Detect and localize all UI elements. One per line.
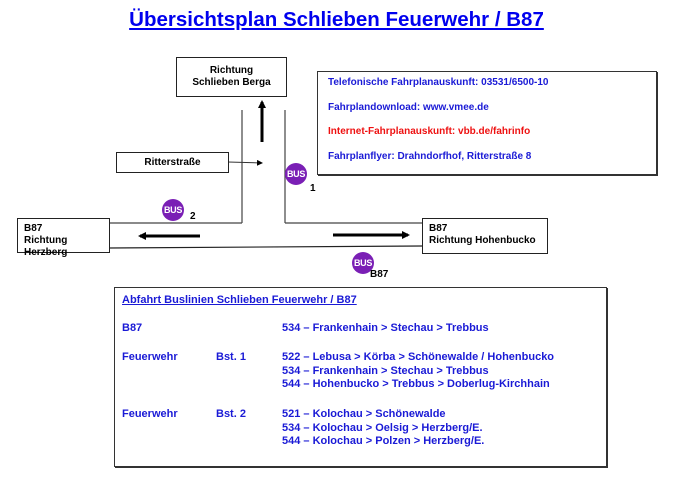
- side-street-box: Ritterstraße: [116, 152, 229, 173]
- departures-box: Abfahrt Buslinien Schlieben Feuerwehr / …: [114, 287, 607, 467]
- info-internet[interactable]: Internet-Fahrplanauskunft: vbb.de/fahrin…: [328, 126, 531, 137]
- departure-stop: Feuerwehr: [122, 351, 178, 363]
- departure-line: 534 – Kolochau > Oelsig > Herzberg/E.: [282, 421, 483, 434]
- direction-north-line1: Richtung: [209, 65, 254, 76]
- direction-east-line2: Richtung Hohenbucko: [429, 235, 536, 246]
- departure-line: 544 – Kolochau > Polzen > Herzberg/E.: [282, 435, 485, 447]
- bus-stop-2-label: 2: [190, 211, 196, 222]
- info-download[interactable]: Fahrplandownload: www.vmee.de: [328, 101, 489, 113]
- departure-platform: Bst. 2: [216, 408, 246, 420]
- direction-box-north: Richtung Schlieben Berga: [176, 57, 287, 97]
- direction-east-line1: B87: [429, 223, 448, 234]
- departure-line: 534 – Frankenhain > Stechau > Trebbus: [282, 364, 489, 377]
- info-flyer: Fahrplanflyer: Drahndorfhof, Ritterstraß…: [328, 150, 532, 162]
- departure-platform: Bst. 1: [216, 351, 246, 363]
- info-phone: Telefonische Fahrplanauskunft: 03531/650…: [328, 77, 549, 88]
- direction-west-line2: Richtung Herzberg: [24, 235, 68, 258]
- bus-stop-icon: BUS: [285, 163, 307, 185]
- arrow-right-small-icon: [227, 159, 263, 166]
- departure-stop: B87: [122, 322, 143, 334]
- departure-line: 522 – Lebusa > Körba > Schönewalde / Hoh…: [282, 351, 555, 363]
- road-edge-bottom: [108, 245, 423, 249]
- direction-box-west: B87 Richtung Herzberg: [17, 218, 110, 258]
- side-street-label: Ritterstraße: [144, 156, 201, 168]
- bus-stop-icon: BUS: [162, 199, 184, 221]
- departure-line: 544 – Hohenbucko > Trebbus > Doberlug-Ki…: [282, 378, 550, 390]
- info-box: Telefonische Fahrplanauskunft: 03531/650…: [317, 71, 657, 175]
- departure-line: 534 – Frankenhain > Stechau > Trebbus: [282, 322, 489, 334]
- departures-heading: Abfahrt Buslinien Schlieben Feuerwehr / …: [122, 294, 357, 306]
- direction-west-line1: B87: [24, 223, 43, 234]
- bus-stop-icon: BUS: [352, 252, 374, 274]
- departure-line: 521 – Kolochau > Schönewalde: [282, 408, 446, 420]
- bus-stop-b87-label: B87: [370, 269, 389, 280]
- page-title: Übersichtsplan Schlieben Feuerwehr / B87: [129, 8, 544, 31]
- direction-north-line2: Schlieben Berga: [192, 77, 271, 88]
- bus-stop-1-label: 1: [310, 183, 316, 194]
- direction-box-east: B87 Richtung Hohenbucko: [422, 218, 548, 254]
- departure-stop: Feuerwehr: [122, 408, 178, 420]
